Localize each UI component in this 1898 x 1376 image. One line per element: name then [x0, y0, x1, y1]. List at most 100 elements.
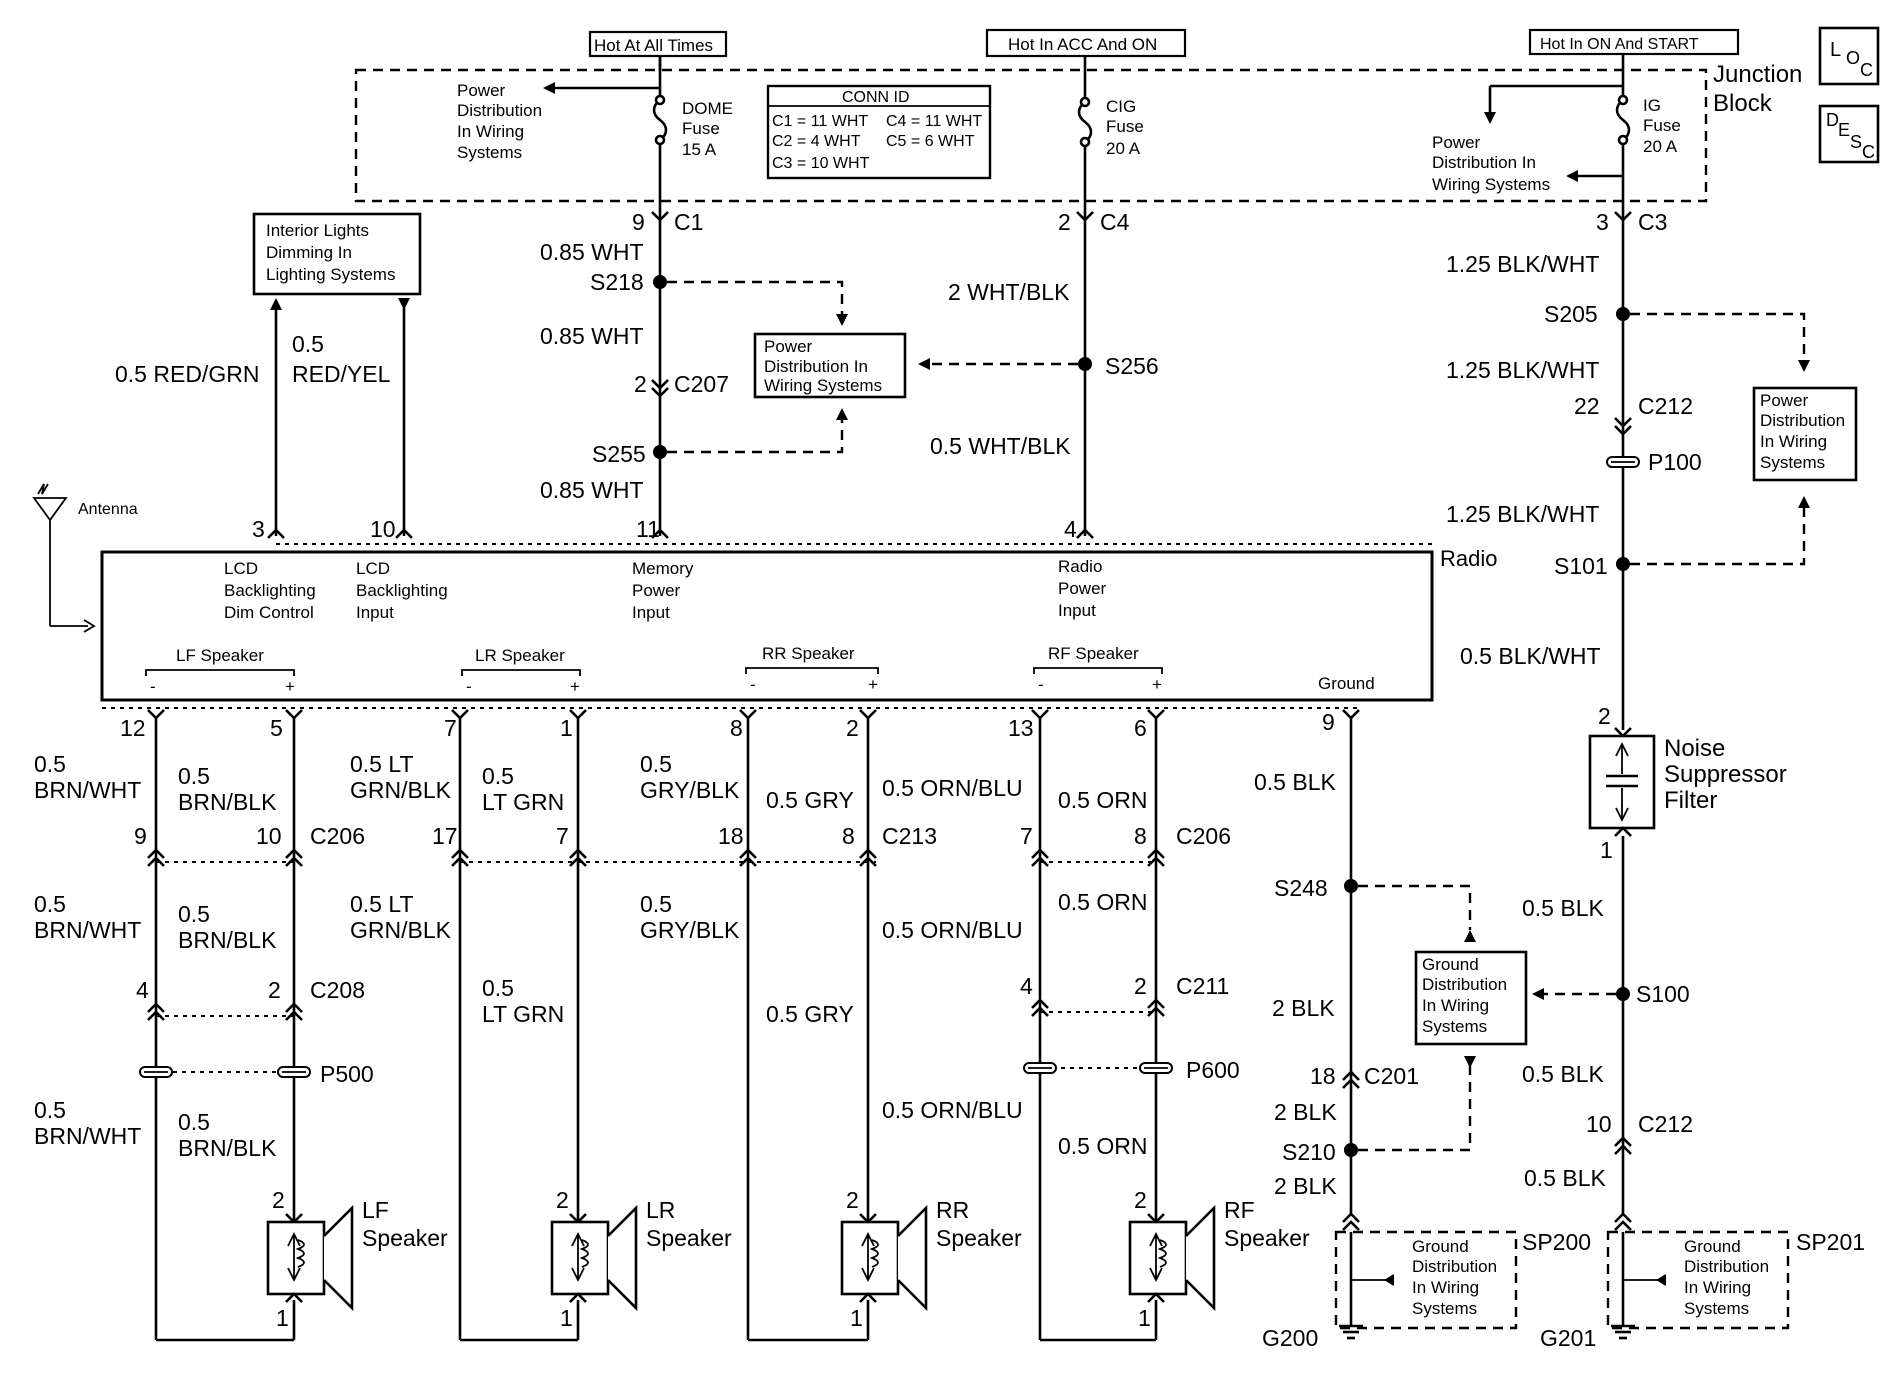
- svg-text:BRN/WHT: BRN/WHT: [34, 1123, 141, 1149]
- junction-block: Junction Block: [354, 61, 1802, 203]
- svg-text:LT GRN: LT GRN: [482, 789, 564, 815]
- interior-lights-dimming-box: Interior Lights Dimming In Lighting Syst…: [252, 212, 422, 296]
- svg-text:C5 = 6 WHT: C5 = 6 WHT: [886, 133, 975, 150]
- svg-text:0.5 ORN: 0.5 ORN: [1058, 889, 1147, 915]
- memory-power-circuit: 0.85 WHT S218 0.85 WHT 2 C207 S255 0.85 …: [540, 220, 848, 542]
- svg-text:LCD: LCD: [224, 559, 258, 578]
- svg-text:1: 1: [560, 715, 573, 741]
- svg-text:Hot At All Times: Hot At All Times: [594, 36, 713, 55]
- svg-text:2 BLK: 2 BLK: [1272, 995, 1335, 1021]
- svg-text:C1 = 11 WHT: C1 = 11 WHT: [772, 113, 868, 130]
- splice-s218: [653, 275, 667, 289]
- svg-text:1.25 BLK/WHT: 1.25 BLK/WHT: [1446, 251, 1599, 277]
- svg-text:0.5 BLK: 0.5 BLK: [1522, 895, 1604, 921]
- svg-text:C213: C213: [882, 823, 937, 849]
- antenna-icon: Antenna: [32, 483, 138, 633]
- svg-text:3: 3: [1596, 209, 1609, 235]
- svg-text:Backlighting: Backlighting: [224, 581, 316, 600]
- svg-text:S: S: [1850, 132, 1862, 152]
- svg-text:2: 2: [1134, 973, 1147, 999]
- svg-text:18: 18: [718, 823, 744, 849]
- svg-text:8: 8: [1134, 823, 1147, 849]
- svg-text:2: 2: [1134, 1187, 1147, 1213]
- svg-text:SP201: SP201: [1796, 1229, 1865, 1255]
- svg-text:GRY/BLK: GRY/BLK: [640, 917, 740, 943]
- svg-text:2: 2: [846, 1187, 859, 1213]
- svg-text:0.5 GRY: 0.5 GRY: [766, 787, 854, 813]
- svg-text:17: 17: [432, 823, 458, 849]
- svg-text:+: +: [868, 675, 878, 694]
- svg-text:4: 4: [1064, 516, 1077, 542]
- svg-text:7: 7: [444, 715, 457, 741]
- svg-text:C3 = 10 WHT: C3 = 10 WHT: [772, 155, 870, 172]
- svg-text:RF Speaker: RF Speaker: [1048, 644, 1139, 663]
- svg-text:Speaker: Speaker: [936, 1225, 1022, 1251]
- svg-text:4: 4: [136, 977, 149, 1003]
- svg-text:9: 9: [1322, 709, 1335, 735]
- svg-text:Fuse: Fuse: [682, 119, 720, 138]
- splice-s205: [1616, 307, 1630, 321]
- svg-text:0.5: 0.5: [34, 1097, 66, 1123]
- svg-text:Ground: Ground: [1684, 1237, 1741, 1256]
- svg-text:Power: Power: [764, 337, 813, 356]
- svg-text:C1: C1: [674, 209, 703, 235]
- svg-text:C208: C208: [310, 977, 365, 1003]
- splice-s255: [653, 445, 667, 459]
- svg-text:Fuse: Fuse: [1643, 116, 1681, 135]
- svg-text:13: 13: [1008, 715, 1034, 741]
- ground-g201: Ground Distribution In Wiring Systems SP…: [1540, 1212, 1865, 1351]
- svg-text:Systems: Systems: [1760, 453, 1825, 472]
- svg-text:Speaker: Speaker: [1224, 1225, 1310, 1251]
- splice-s100: [1616, 987, 1630, 1001]
- svg-text:8: 8: [842, 823, 855, 849]
- svg-text:Suppressor: Suppressor: [1664, 761, 1787, 788]
- lcd-dim-control-wire: 0.5 RED/GRN 3: [115, 298, 285, 542]
- ig-circuit: 1.25 BLK/WHT S205 1.25 BLK/WHT 22 C212 P…: [1446, 220, 1810, 738]
- svg-text:1.25 BLK/WHT: 1.25 BLK/WHT: [1446, 357, 1599, 383]
- svg-text:15 A: 15 A: [682, 140, 717, 159]
- svg-text:C2 = 4 WHT: C2 = 4 WHT: [772, 133, 861, 150]
- svg-text:S210: S210: [1282, 1139, 1336, 1165]
- svg-text:-: -: [1038, 675, 1044, 694]
- svg-text:C: C: [1862, 142, 1875, 162]
- svg-text:1: 1: [1138, 1305, 1151, 1331]
- svg-text:1.25 BLK/WHT: 1.25 BLK/WHT: [1446, 501, 1599, 527]
- svg-text:Power: Power: [1058, 579, 1107, 598]
- connector-c3: 3 C3: [1596, 209, 1667, 235]
- radio-ground-circuit: 9 0.5 BLK S248 2 BLK 18 C201 2 BLK S210 …: [1254, 709, 1476, 1216]
- svg-text:0.5 WHT/BLK: 0.5 WHT/BLK: [930, 433, 1071, 459]
- svg-text:1: 1: [276, 1305, 289, 1331]
- junction-block-label-2: Block: [1713, 90, 1773, 117]
- splice-s256: [1078, 357, 1092, 371]
- svg-text:-: -: [150, 677, 156, 696]
- svg-text:BRN/WHT: BRN/WHT: [34, 777, 141, 803]
- svg-text:22: 22: [1574, 393, 1600, 419]
- lr-speaker-circuit: 7 1 0.5 LT GRN/BLK 0.5 LT GRN 17 7 0.5 L…: [350, 709, 732, 1342]
- svg-text:Interior Lights: Interior Lights: [266, 221, 369, 240]
- splice-s101: [1616, 557, 1630, 571]
- svg-text:0.5 GRY: 0.5 GRY: [766, 1001, 854, 1027]
- svg-text:G200: G200: [1262, 1325, 1318, 1351]
- svg-text:1: 1: [850, 1305, 863, 1331]
- dome-fuse: DOME Fuse 15 A Power Distribution In Wir…: [457, 56, 733, 218]
- svg-text:GRN/BLK: GRN/BLK: [350, 777, 452, 803]
- svg-text:3: 3: [252, 516, 265, 542]
- svg-text:0.5 LT: 0.5 LT: [350, 891, 414, 917]
- svg-text:0.85 WHT: 0.85 WHT: [540, 477, 644, 503]
- svg-text:S256: S256: [1105, 353, 1159, 379]
- svg-text:LCD: LCD: [356, 559, 390, 578]
- svg-text:20 A: 20 A: [1106, 139, 1141, 158]
- svg-text:RR: RR: [936, 1197, 969, 1223]
- svg-text:S255: S255: [592, 441, 646, 467]
- svg-text:G201: G201: [1540, 1325, 1596, 1351]
- svg-text:GRN/BLK: GRN/BLK: [350, 917, 452, 943]
- svg-text:Ground: Ground: [1412, 1237, 1469, 1256]
- svg-text:Dimming In: Dimming In: [266, 243, 352, 262]
- svg-text:0.5: 0.5: [34, 891, 66, 917]
- svg-text:20 A: 20 A: [1643, 137, 1678, 156]
- svg-text:0.5: 0.5: [178, 901, 210, 927]
- svg-text:LR Speaker: LR Speaker: [475, 646, 565, 665]
- svg-text:7: 7: [1020, 823, 1033, 849]
- svg-text:P600: P600: [1186, 1057, 1240, 1083]
